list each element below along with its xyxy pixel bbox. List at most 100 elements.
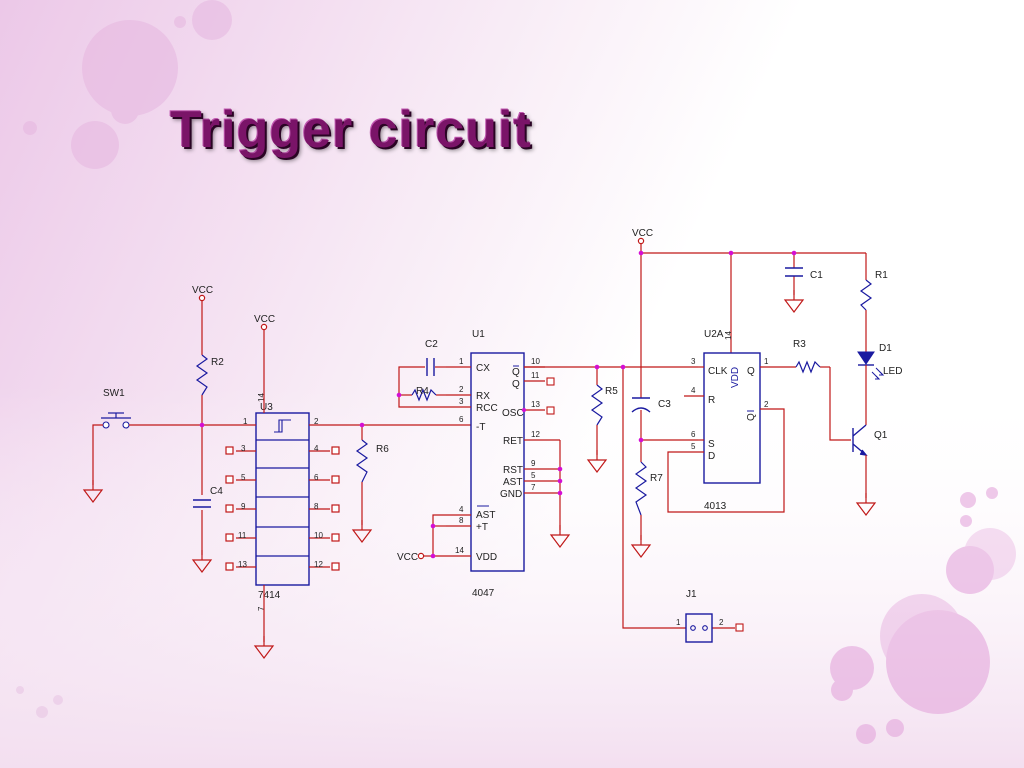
vcc-label-7414: VCC: [254, 314, 275, 325]
u1-pin-cx: CX: [476, 363, 490, 374]
u1-pinnum-4: 4: [459, 505, 464, 514]
ic-4047-right-labels: Q Q OSC RET RST AST GND: [500, 367, 524, 500]
r7-ref: R7: [650, 473, 663, 484]
ground-icon: [192, 549, 212, 573]
slide-title: Trigger circuit: [170, 101, 532, 159]
resistor-r5: [590, 384, 604, 426]
pin-7414-1: 1: [243, 417, 248, 426]
pin-7414-12: 12: [314, 560, 323, 569]
c3-ref: C3: [658, 399, 671, 410]
u2a-pinnum-4: 4: [691, 386, 696, 395]
u1-pinnum-7: 7: [531, 483, 536, 492]
ground-icon: [856, 492, 876, 516]
switch-sw1: SW1: [101, 388, 131, 429]
u1-pin-vdd: VDD: [476, 552, 497, 563]
capacitor-c1: [785, 267, 803, 277]
pin-7414-10: 10: [314, 531, 323, 540]
pin-7414-7: 7: [257, 606, 266, 611]
pin-7414-11: 11: [238, 531, 247, 540]
ground-icon: [254, 635, 274, 659]
u2a-pinnum-6: 6: [691, 430, 696, 439]
u1-pinnum-14: 14: [455, 546, 464, 555]
resistor-r6: [355, 439, 369, 483]
u1-pinnum-12: 12: [531, 430, 540, 439]
transistor-q1: [852, 424, 868, 456]
u1-pin-plus-t: +T: [476, 522, 488, 533]
u1-pinnum-9: 9: [531, 459, 536, 468]
u2a-pinnum-2: 2: [764, 400, 769, 409]
r5-ref: R5: [605, 386, 618, 397]
ground-icon: [631, 534, 651, 558]
vcc-label-r2: VCC: [192, 285, 213, 296]
ic-7414-part: 7414: [258, 590, 281, 601]
u1-pinnum-5: 5: [531, 471, 536, 480]
r2-ref: R2: [211, 357, 224, 368]
vcc-label-4047: VCC: [397, 552, 418, 563]
u2a-pinnum-3: 3: [691, 357, 696, 366]
ic-7414-body: [255, 412, 310, 586]
ic-7414: 1 3 5 9 11 13 2 4 6 8 10 12 U3 7414 14 7: [225, 393, 340, 611]
pin-7414-13: 13: [238, 560, 247, 569]
u1-pin-rst: RST: [503, 465, 523, 476]
r4-ref: R4: [416, 386, 429, 397]
ground-icon: [550, 524, 570, 548]
r1-ref: R1: [875, 270, 888, 281]
ic-7414-ref: U3: [260, 402, 273, 413]
resistor-r4: [411, 388, 437, 402]
u1-pin-gnd: GND: [500, 489, 522, 500]
ic-4047-body: [470, 352, 525, 572]
resistor-r7: [634, 461, 648, 516]
u2a-pinnum-14: 14: [724, 331, 733, 340]
j1-pin1: 1: [676, 618, 681, 627]
u2a-pin-clk: CLK: [708, 366, 728, 377]
u2a-pin-qbar: Q: [746, 413, 757, 421]
u2a-pinnum-5: 5: [691, 442, 696, 451]
u1-pin-osc: OSC: [502, 408, 524, 419]
u1-pinnum-8: 8: [459, 516, 464, 525]
j1-pin2: 2: [719, 618, 724, 627]
decor-bubbles-top-left: [23, 0, 232, 169]
pin-7414-9: 9: [241, 502, 246, 511]
resistor-r3: [795, 360, 821, 374]
connector-j1: J1 1 2: [676, 589, 744, 643]
ic-4047-part: 4047: [472, 588, 495, 599]
pin-7414-3: 3: [241, 444, 246, 453]
q1-ref: Q1: [874, 430, 888, 441]
u2a-pin-s: S: [708, 439, 715, 450]
j1-ref: J1: [686, 589, 697, 600]
u1-pinnum-13: 13: [531, 400, 540, 409]
d1-value: LED: [883, 366, 902, 377]
r6-ref: R6: [376, 444, 389, 455]
ic-4047-left-pins: 1 2 3 6 4 8 14: [455, 357, 464, 555]
u2a-pinnum-1: 1: [764, 357, 769, 366]
u1-pin-q2: Q: [512, 379, 520, 390]
u1-pin-rcc: RCC: [476, 403, 498, 414]
c4-ref: C4: [210, 486, 223, 497]
u1-pinnum-11: 11: [531, 371, 540, 380]
ic-4047-left-labels: CX RX RCC -T AST +T VDD: [476, 363, 498, 563]
decor-bubbles-bottom-left: [16, 686, 63, 718]
u1-pinnum-6: 6: [459, 415, 464, 424]
ground-icon: [352, 519, 372, 543]
led-d1: D1 LED: [857, 343, 902, 380]
u1-pinnum-2: 2: [459, 385, 464, 394]
ground-icon: [587, 449, 607, 473]
u1-pinnum-10: 10: [531, 357, 540, 366]
c1-ref: C1: [810, 270, 823, 281]
u1-pinnum-1: 1: [459, 357, 464, 366]
ic-4047-ref: U1: [472, 329, 485, 340]
resistor-r1: [859, 279, 873, 311]
u1-pin-rx: RX: [476, 391, 490, 402]
pin-7414-5: 5: [241, 473, 246, 482]
r3-ref: R3: [793, 339, 806, 350]
d1-ref: D1: [879, 343, 892, 354]
ic-4013-part: 4013: [704, 501, 727, 512]
ground-icon: [83, 479, 103, 503]
ic-4013-ref: U2A: [704, 329, 724, 340]
u1-pin-ast: AST: [503, 477, 522, 488]
pin-7414-8: 8: [314, 502, 319, 511]
u1-pin-ast-bar: AST: [476, 510, 495, 521]
ground-icon: [784, 289, 804, 313]
